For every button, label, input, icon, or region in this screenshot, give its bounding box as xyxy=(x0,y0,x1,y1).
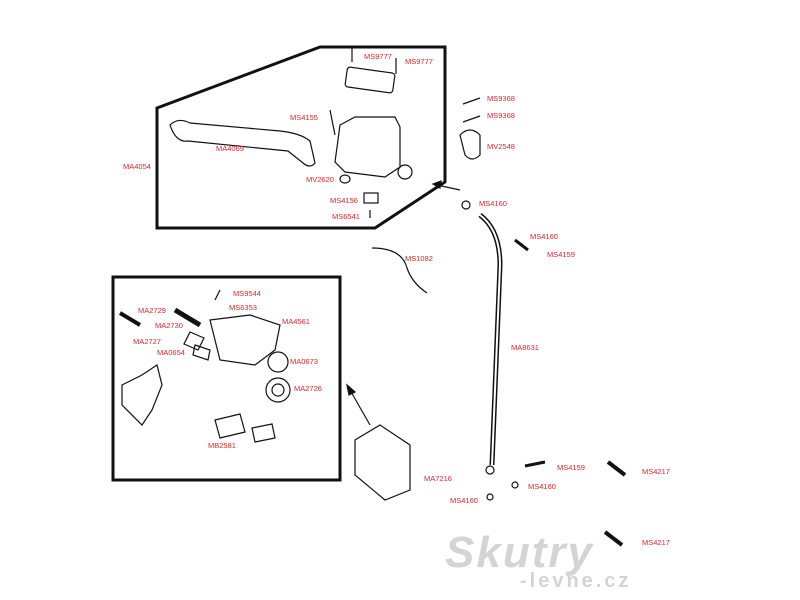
part-label[interactable]: MA4054 xyxy=(123,162,151,171)
part-label[interactable]: MS6541 xyxy=(332,212,360,221)
caliper-bracket xyxy=(121,364,163,426)
part-label[interactable]: MS4217 xyxy=(642,538,670,547)
handlebar-clamp xyxy=(459,129,481,160)
part-label[interactable]: MA7216 xyxy=(424,474,452,483)
part-label[interactable]: MS9544 xyxy=(233,289,261,298)
part-label[interactable]: MS9777 xyxy=(405,57,433,66)
watermark-domain: -levne.cz xyxy=(520,570,632,592)
arrow-icon xyxy=(431,180,461,191)
part-label[interactable]: MS4160 xyxy=(528,482,556,491)
part-label[interactable]: MA4069 xyxy=(216,144,244,153)
part-label[interactable]: MS4160 xyxy=(479,199,507,208)
part-label[interactable]: MS4156 xyxy=(330,196,358,205)
caliper-group-frame xyxy=(111,275,342,482)
part-label[interactable]: MS4217 xyxy=(642,467,670,476)
part-label[interactable]: MS9368 xyxy=(487,111,515,120)
part-label[interactable]: MA2726 xyxy=(294,384,322,393)
caliper-body xyxy=(209,314,281,366)
part-label[interactable]: MA2729 xyxy=(138,306,166,315)
brake-lever xyxy=(169,119,316,167)
part-label[interactable]: MS4159 xyxy=(547,250,575,259)
master-cylinder-group-frame xyxy=(155,45,447,230)
brake-pads xyxy=(214,413,276,443)
part-label[interactable]: MA4561 xyxy=(282,317,310,326)
part-label[interactable]: MA8631 xyxy=(511,343,539,352)
part-label[interactable]: MS9777 xyxy=(364,52,392,61)
wire xyxy=(371,247,428,294)
part-label[interactable]: MS4159 xyxy=(557,463,585,472)
part-label[interactable]: MS1082 xyxy=(405,254,433,263)
watermark-logo: Skutry xyxy=(445,528,594,577)
part-label[interactable]: MA2727 xyxy=(133,337,161,346)
part-label[interactable]: MS4160 xyxy=(530,232,558,241)
part-label[interactable]: MA2730 xyxy=(155,321,183,330)
brake-caliper xyxy=(354,424,411,501)
reservoir-cap xyxy=(344,66,396,94)
part-label[interactable]: MS9368 xyxy=(487,94,515,103)
master-cylinder-body xyxy=(334,116,401,178)
part-label[interactable]: MS4155 xyxy=(290,113,318,122)
part-label[interactable]: MA0654 xyxy=(157,348,185,357)
part-label[interactable]: MS6353 xyxy=(229,303,257,312)
part-label[interactable]: MS4160 xyxy=(450,496,478,505)
part-label[interactable]: MV2548 xyxy=(487,142,515,151)
part-label[interactable]: MB2581 xyxy=(208,441,236,450)
arrow-icon xyxy=(346,383,371,426)
part-label[interactable]: MV2620 xyxy=(306,175,334,184)
part-label[interactable]: MA0673 xyxy=(290,357,318,366)
